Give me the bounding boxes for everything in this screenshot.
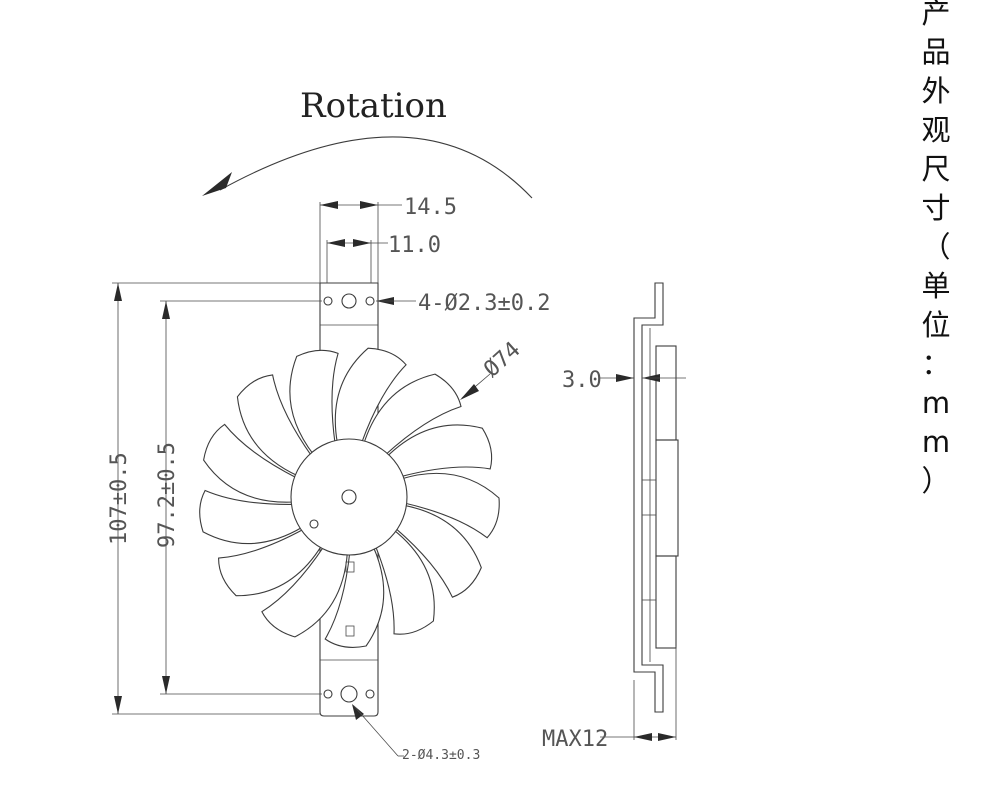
top-mounting-holes	[323, 293, 375, 309]
dim-large-holes: 2-Ø4.3±0.3	[352, 704, 480, 763]
units-note-char: 产	[921, 0, 951, 30]
fan-blade	[394, 504, 482, 598]
units-note-char: 单	[921, 269, 951, 303]
fan-blade	[400, 472, 500, 539]
units-note-char: 位	[921, 308, 951, 342]
units-note-char: 外	[921, 74, 951, 108]
fan-blade	[324, 545, 385, 648]
dim-max-height-label: MAX12	[542, 727, 608, 752]
rotation-title: Rotation	[300, 86, 447, 126]
units-note-char: 品	[921, 35, 951, 69]
units-note-char: ：	[921, 347, 951, 381]
dim-fan-diameter: Ø74	[460, 337, 526, 400]
dim-hole-spacing: 97.2±0.5	[155, 300, 322, 695]
fan-blade	[203, 423, 298, 503]
rotation-arrow-head	[202, 172, 232, 196]
fan-blade	[289, 349, 339, 456]
dim-fan-diameter-label: Ø74	[479, 337, 525, 382]
units-note-char: 观	[921, 113, 951, 147]
side-view	[633, 282, 679, 740]
fan-blade	[374, 528, 435, 635]
dim-top-width-label: 14.5	[404, 195, 457, 220]
units-note-char: 寸	[921, 191, 951, 225]
fan-blade	[218, 528, 323, 597]
units-note-char: m	[921, 425, 951, 459]
fan-blade	[236, 374, 313, 477]
dim-overall-height-label: 107±0.5	[107, 452, 132, 545]
units-note-char: ）	[921, 464, 951, 498]
bottom-mounting-holes	[323, 685, 375, 703]
units-note-char: m	[921, 386, 951, 420]
dim-overall-height: 107±0.5	[107, 282, 320, 715]
dim-inner-width-label: 11.0	[388, 233, 441, 258]
dim-max-height: MAX12	[542, 727, 676, 752]
dim-small-holes-label: 4-Ø2.3±0.2	[418, 291, 550, 316]
dim-small-holes: 4-Ø2.3±0.2	[376, 291, 550, 316]
dim-thickness-label: 3.0	[562, 368, 602, 393]
mounting-strip	[319, 202, 379, 717]
units-note-char: （	[921, 230, 951, 264]
dim-thickness: 3.0	[562, 368, 686, 393]
fan-blade	[199, 489, 304, 545]
units-note-char: 尺	[921, 152, 951, 186]
dim-hole-spacing-label: 97.2±0.5	[155, 442, 180, 548]
fan-blade	[363, 373, 462, 456]
fan-hub	[290, 438, 408, 637]
dim-top-width: 14.5	[320, 195, 457, 220]
fan-blades	[199, 347, 500, 648]
fan-blade	[334, 347, 407, 444]
fan-blade	[261, 545, 348, 638]
fan-blade	[385, 424, 493, 478]
dim-large-holes-label: 2-Ø4.3±0.3	[402, 748, 480, 763]
rotation-arc	[219, 136, 533, 199]
dim-inner-width: 11.0	[327, 233, 441, 258]
